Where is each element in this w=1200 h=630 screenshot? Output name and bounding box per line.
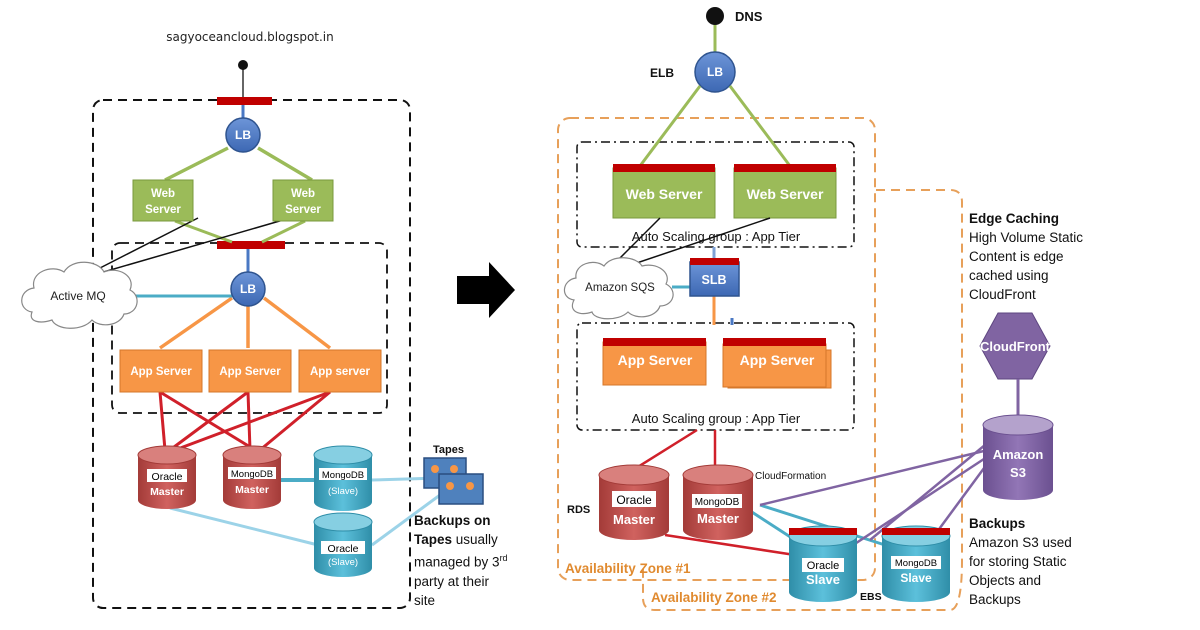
svg-text:Amazon: Amazon xyxy=(993,447,1044,462)
slb-load-balancer: SLB xyxy=(689,258,740,297)
dns-label: DNS xyxy=(735,9,763,24)
app-server-2: App Server xyxy=(208,349,292,393)
svg-text:Web Server: Web Server xyxy=(747,186,824,202)
aws-web-server-1: Web Server xyxy=(612,164,716,219)
svg-text:Oracle: Oracle xyxy=(328,543,359,555)
availability-zone-2-label: Availability Zone #2 xyxy=(651,590,777,605)
auto-scaling-group-web xyxy=(576,141,855,248)
oracle-slave-db: Oracle (Slave) xyxy=(313,512,373,577)
svg-text:Oracle: Oracle xyxy=(807,560,839,572)
aws-oracle-slave-db: Oracle Slave xyxy=(788,525,858,602)
svg-text:(Slave): (Slave) xyxy=(328,486,358,497)
svg-text:Slave: Slave xyxy=(900,571,932,585)
svg-text:App Server: App Server xyxy=(219,366,281,378)
web-server-2: Web Server xyxy=(272,179,334,222)
svg-text:(Slave): (Slave) xyxy=(328,557,358,568)
aws-web-server-2: Web Server xyxy=(733,164,837,219)
svg-text:Master: Master xyxy=(235,484,269,496)
active-mq-cloud: Active MQ xyxy=(21,261,138,329)
app-tier-boundary xyxy=(111,242,388,414)
cloudfront-hexagon: CloudFront xyxy=(979,312,1051,380)
elb-label: ELB xyxy=(650,66,674,80)
aws-app-server-2: App Server xyxy=(722,338,832,389)
aws-mongodb-slave-db: MongoDB Slave xyxy=(881,525,951,602)
app-server-1: App Server xyxy=(119,349,203,393)
tape-backup-note: Backups on Tapes usually managed by 3rd … xyxy=(414,513,508,608)
svg-text:LB: LB xyxy=(240,282,256,296)
source-caption: sagyoceancloud.blogspot.in xyxy=(166,30,334,44)
svg-text:Amazon SQS: Amazon SQS xyxy=(585,282,655,294)
elb-load-balancer: LB xyxy=(694,51,736,93)
aws-mongodb-master-db: MongoDB Master xyxy=(682,464,754,540)
ebs-label: EBS xyxy=(860,591,882,603)
mongodb-slave-db: MongoDB (Slave) xyxy=(313,445,373,511)
backups-title: Backups xyxy=(969,516,1026,531)
svg-text:MongoDB: MongoDB xyxy=(231,469,273,480)
svg-text:Oracle: Oracle xyxy=(616,493,652,507)
migration-arrow-icon xyxy=(457,262,515,318)
svg-text:Web: Web xyxy=(291,188,315,200)
oracle-master-db: Oracle Master xyxy=(137,445,197,509)
edge-caching-note: Edge Caching High Volume Static Content … xyxy=(969,211,1084,302)
svg-text:App Server: App Server xyxy=(130,366,192,378)
cloudformation-label: CloudFormation xyxy=(755,471,826,482)
svg-text:MongoDB: MongoDB xyxy=(695,497,740,508)
svg-text:Server: Server xyxy=(145,204,181,216)
svg-text:MongoDB: MongoDB xyxy=(895,558,937,569)
edge-caching-title: Edge Caching xyxy=(969,211,1060,226)
mongodb-master-db: MongoDB Master xyxy=(222,445,282,509)
svg-text:Tapes: Tapes xyxy=(433,444,464,456)
s3-backups-note: Backups Amazon S3 used for storing Stati… xyxy=(969,516,1072,607)
svg-text:Master: Master xyxy=(697,511,739,526)
svg-text:App Server: App Server xyxy=(618,352,693,368)
rds-label: RDS xyxy=(567,504,590,516)
svg-text:LB: LB xyxy=(707,65,723,79)
svg-text:S3: S3 xyxy=(1010,465,1026,480)
load-balancer-mid: LB xyxy=(230,271,266,307)
availability-zone-2-boundary xyxy=(642,189,963,611)
tapes-icon: Tapes xyxy=(423,444,484,505)
svg-text:LB: LB xyxy=(235,128,251,142)
svg-text:Master: Master xyxy=(613,512,655,527)
svg-text:CloudFront: CloudFront xyxy=(980,339,1051,354)
aws-oracle-master-db: Oracle Master xyxy=(598,464,670,540)
svg-text:SLB: SLB xyxy=(702,273,727,287)
dns-icon xyxy=(706,7,724,25)
amazon-s3-bucket: Amazon S3 xyxy=(982,414,1054,500)
firewall-bar-top xyxy=(217,97,272,105)
svg-text:Server: Server xyxy=(285,204,321,216)
entry-point-icon xyxy=(238,60,248,70)
svg-text:MongoDB: MongoDB xyxy=(322,470,364,481)
svg-text:Slave: Slave xyxy=(806,572,840,587)
firewall-bar-mid xyxy=(217,241,285,249)
availability-zone-1-boundary xyxy=(557,117,876,581)
svg-text:Web Server: Web Server xyxy=(626,186,703,202)
amazon-sqs-cloud: Amazon SQS xyxy=(563,257,674,320)
asg-app-label: Auto Scaling group : App Tier xyxy=(632,411,801,426)
svg-text:Active MQ: Active MQ xyxy=(50,289,105,303)
app-server-3: App server xyxy=(298,349,382,393)
load-balancer-top: LB xyxy=(225,117,261,153)
svg-text:Master: Master xyxy=(150,486,184,498)
availability-zone-1-label: Availability Zone #1 xyxy=(565,561,691,576)
web-server-1: Web Server xyxy=(132,179,194,222)
aws-app-server-1: App Server xyxy=(602,338,707,386)
svg-text:Web: Web xyxy=(151,188,175,200)
svg-text:Oracle: Oracle xyxy=(152,471,183,483)
svg-text:App Server: App Server xyxy=(740,352,815,368)
svg-text:App server: App server xyxy=(310,366,371,378)
on-premise-boundary xyxy=(92,99,411,609)
